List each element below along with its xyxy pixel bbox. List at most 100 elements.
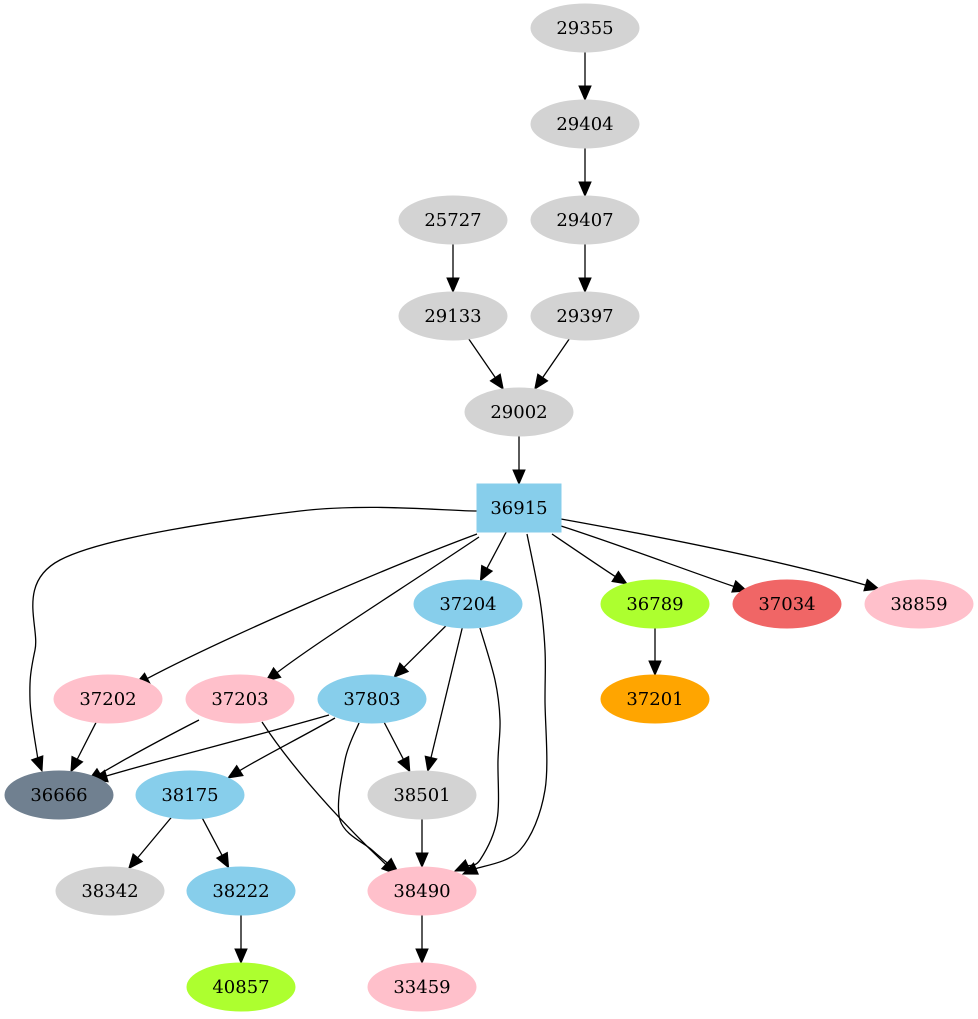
edge-line bbox=[466, 627, 501, 867]
node-29133[interactable]: 29133 bbox=[398, 291, 508, 341]
edge-line bbox=[275, 536, 480, 674]
edge-36915-to-37204 bbox=[479, 531, 507, 582]
node-37202[interactable]: 37202 bbox=[53, 674, 163, 724]
arrowhead-icon bbox=[479, 564, 494, 582]
edge-25727-to-29133 bbox=[446, 244, 460, 294]
node-ellipse bbox=[530, 3, 640, 53]
arrowhead-icon bbox=[264, 666, 282, 682]
node-36789[interactable]: 36789 bbox=[600, 579, 710, 629]
edge-36915-to-37203 bbox=[264, 536, 480, 682]
node-label: 38342 bbox=[81, 881, 138, 902]
node-29407[interactable]: 29407 bbox=[530, 195, 640, 245]
node-29002[interactable]: 29002 bbox=[464, 387, 574, 437]
edge-37803-to-38175 bbox=[226, 717, 336, 779]
node-label: 37203 bbox=[211, 689, 268, 710]
node-box bbox=[476, 483, 562, 533]
edge-line bbox=[383, 722, 405, 761]
node-36666[interactable]: 36666 bbox=[4, 770, 114, 820]
edge-29133-to-29002 bbox=[468, 338, 504, 391]
edge-38222-to-40857 bbox=[234, 915, 248, 965]
edge-38175-to-38342 bbox=[127, 817, 172, 870]
edge-line bbox=[238, 717, 336, 772]
node-ellipse bbox=[530, 99, 640, 149]
edge-line bbox=[402, 625, 447, 669]
edge-line bbox=[261, 721, 387, 866]
arrowhead-icon bbox=[648, 660, 662, 677]
node-38490[interactable]: 38490 bbox=[367, 866, 477, 916]
node-label: 38501 bbox=[393, 785, 450, 806]
node-label: 40857 bbox=[212, 977, 269, 998]
node-label: 29404 bbox=[556, 114, 613, 135]
node-label: 25727 bbox=[424, 210, 481, 231]
edge-38175-to-38222 bbox=[201, 818, 230, 869]
node-29404[interactable]: 29404 bbox=[530, 99, 640, 149]
node-29355[interactable]: 29355 bbox=[530, 3, 640, 53]
node-ellipse bbox=[55, 866, 165, 916]
arrowhead-icon bbox=[731, 579, 749, 593]
edge-line bbox=[337, 722, 389, 865]
node-ellipse bbox=[4, 770, 114, 820]
node-label: 29002 bbox=[490, 402, 547, 423]
edge-line bbox=[551, 533, 617, 578]
arrowhead-icon bbox=[424, 755, 438, 773]
node-37034[interactable]: 37034 bbox=[732, 579, 842, 629]
arrowhead-icon bbox=[863, 578, 881, 592]
node-37201[interactable]: 37201 bbox=[600, 674, 710, 724]
arrowhead-icon bbox=[70, 755, 84, 773]
edge-38501-to-38490 bbox=[415, 819, 429, 869]
node-40857[interactable]: 40857 bbox=[186, 962, 296, 1012]
node-ellipse bbox=[186, 962, 296, 1012]
node-38342[interactable]: 38342 bbox=[55, 866, 165, 916]
edge-29397-to-29002 bbox=[534, 338, 570, 391]
node-label: 38859 bbox=[890, 594, 947, 615]
node-label: 33459 bbox=[393, 977, 450, 998]
arrowhead-icon bbox=[446, 277, 460, 294]
edge-29355-to-29404 bbox=[578, 52, 592, 102]
edge-36789-to-37201 bbox=[648, 628, 662, 677]
edge-line bbox=[98, 719, 200, 775]
node-36915[interactable]: 36915 bbox=[476, 483, 562, 533]
node-37204[interactable]: 37204 bbox=[413, 579, 523, 629]
arrowhead-icon bbox=[226, 764, 244, 779]
arrowhead-icon bbox=[415, 948, 429, 965]
node-38859[interactable]: 38859 bbox=[864, 579, 974, 629]
edge-line bbox=[474, 533, 548, 870]
arrowhead-icon bbox=[30, 755, 44, 773]
node-label: 29397 bbox=[556, 306, 613, 327]
node-label: 38490 bbox=[393, 881, 450, 902]
node-ellipse bbox=[864, 579, 974, 629]
node-25727[interactable]: 25727 bbox=[398, 195, 508, 245]
arrowhead-icon bbox=[393, 662, 410, 678]
node-38222[interactable]: 38222 bbox=[186, 866, 296, 916]
node-ellipse bbox=[600, 579, 710, 629]
node-ellipse bbox=[398, 291, 508, 341]
node-29397[interactable]: 29397 bbox=[530, 291, 640, 341]
node-label: 37204 bbox=[439, 594, 496, 615]
edge-line bbox=[541, 338, 570, 379]
node-label: 38222 bbox=[212, 881, 269, 902]
edge-36915-to-37034 bbox=[560, 525, 749, 593]
node-label: 37202 bbox=[79, 689, 136, 710]
node-ellipse bbox=[530, 195, 640, 245]
node-33459[interactable]: 33459 bbox=[367, 962, 477, 1012]
node-label: 29133 bbox=[424, 306, 481, 327]
edge-37204-to-38501 bbox=[424, 627, 463, 773]
node-ellipse bbox=[135, 770, 245, 820]
edge-37803-to-38490 bbox=[337, 722, 399, 873]
edge-line bbox=[468, 338, 497, 379]
node-ellipse bbox=[317, 674, 427, 724]
node-37803[interactable]: 37803 bbox=[317, 674, 427, 724]
edge-line bbox=[560, 525, 735, 588]
node-ellipse bbox=[732, 579, 842, 629]
edge-29404-to-29407 bbox=[578, 148, 592, 198]
arrowhead-icon bbox=[397, 755, 411, 773]
node-38175[interactable]: 38175 bbox=[135, 770, 245, 820]
node-ellipse bbox=[530, 291, 640, 341]
nodes-layer: 29355 29404 25727 29407 29133 29397 29002 36915… bbox=[4, 3, 974, 1012]
node-37203[interactable]: 37203 bbox=[185, 674, 295, 724]
edge-37803-to-38501 bbox=[383, 722, 411, 773]
node-label: 36666 bbox=[30, 785, 87, 806]
edge-line bbox=[485, 531, 507, 570]
node-38501[interactable]: 38501 bbox=[367, 770, 477, 820]
